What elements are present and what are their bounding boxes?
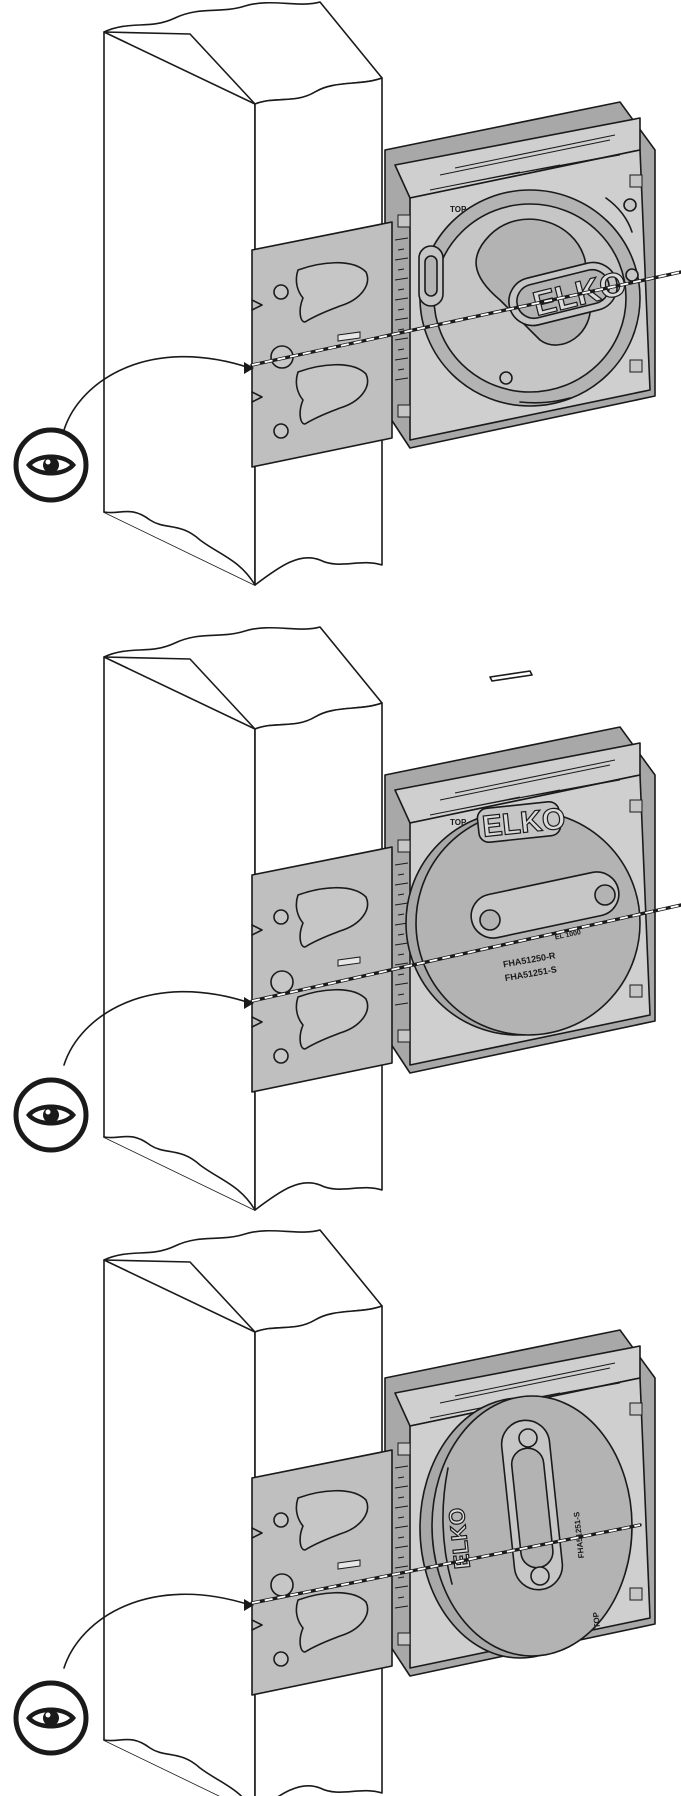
panel-step-2: ELKO EL 1000 FHA51250-R FHA51251-S TOP (16, 626, 681, 1211)
sight-line (251, 271, 681, 366)
eye-icon (16, 1683, 86, 1753)
panel-step-3: FHA51251-S ELKO TOP (16, 1229, 656, 1796)
mounting-plate (251, 846, 393, 1093)
sight-line (251, 1524, 641, 1604)
panel-step-1: ELKO TOP (16, 1, 681, 586)
mounting-plate (251, 1449, 393, 1696)
mounting-plate (251, 221, 393, 468)
top-label: TOP (591, 1611, 602, 1629)
sight-line (251, 904, 681, 1002)
pointer-arrow (63, 355, 251, 431)
pointer-arrow (63, 990, 251, 1066)
eye-icon (16, 1080, 86, 1150)
eye-icon (16, 430, 86, 500)
pointer-arrow (63, 1593, 251, 1669)
top-label: TOP (450, 205, 467, 214)
top-label: TOP (450, 818, 467, 827)
